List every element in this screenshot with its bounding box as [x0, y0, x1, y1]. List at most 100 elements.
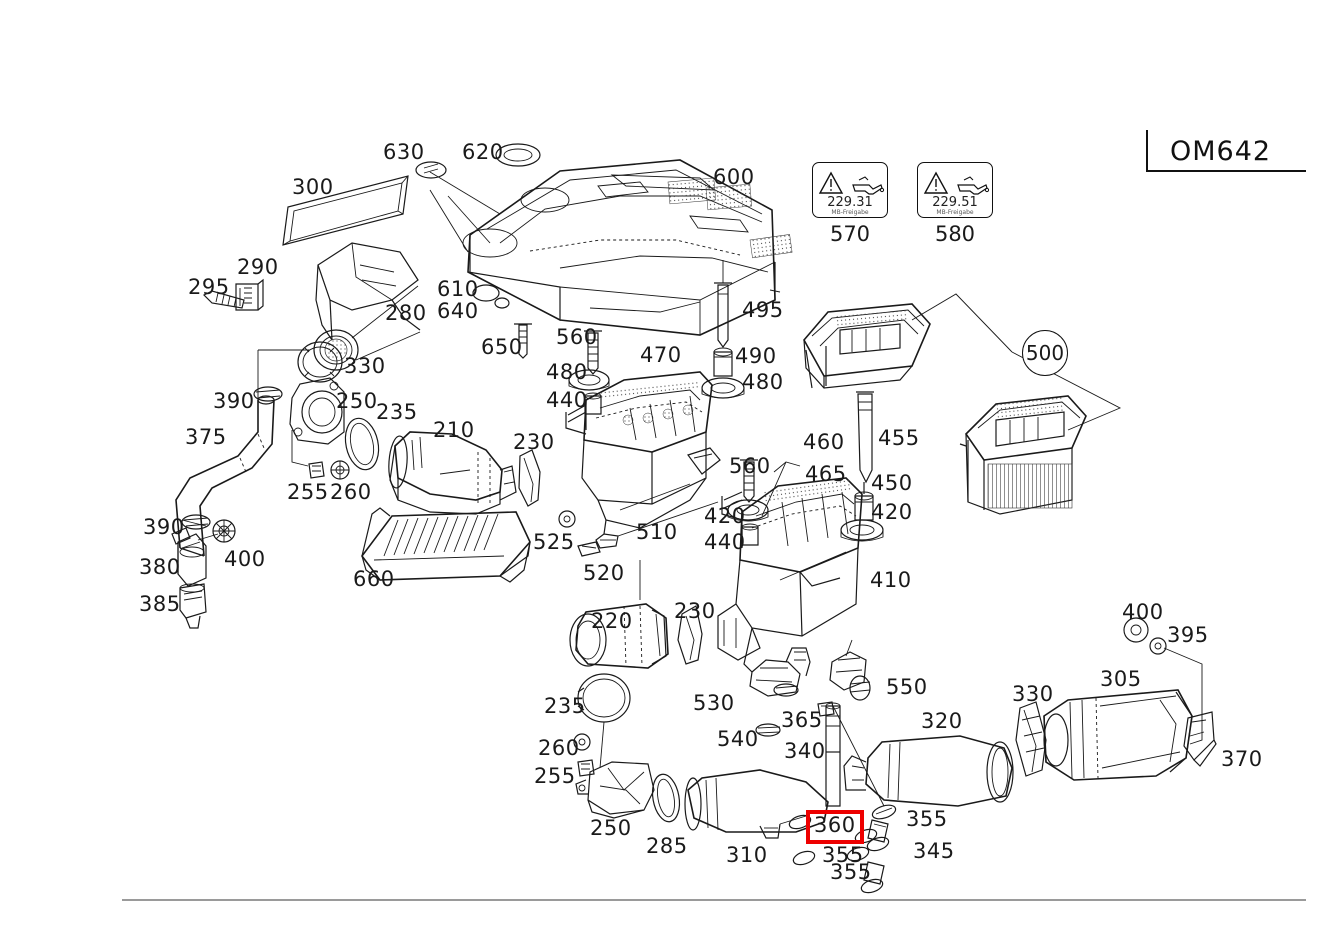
part-210-charge-hose [388, 431, 517, 515]
callout-640-7: 640 [437, 299, 479, 323]
callout-480-16: 480 [742, 370, 784, 394]
callout-295-2: 295 [188, 275, 230, 299]
callout-285-49: 285 [646, 834, 688, 858]
part-380-vacuum-unit [171, 527, 219, 587]
callout-305-58: 305 [1100, 667, 1142, 691]
part-235-seal [344, 417, 380, 471]
callout-390-18: 390 [213, 389, 255, 413]
callout-300-0: 300 [292, 175, 334, 199]
part-540-washer [755, 723, 781, 737]
part-560-right-screw [740, 459, 758, 503]
callout-360: 360 [814, 813, 856, 837]
callout-255-47: 255 [534, 764, 576, 788]
callout-525-31: 525 [533, 530, 575, 554]
callout-490-15: 490 [735, 344, 777, 368]
callout-470-13: 470 [640, 343, 682, 367]
part-365-clip [817, 701, 835, 717]
model-designation-label: OM642 [1170, 136, 1272, 167]
callout-580: 580 [934, 222, 976, 246]
warning-label-570: 229.31 MB-Freigabe [812, 162, 888, 218]
callout-440-41: 440 [704, 530, 746, 554]
part-530-bracket [749, 647, 811, 697]
footer-separator [122, 899, 1306, 901]
callout-235-45: 235 [544, 694, 586, 718]
part-525-washer [558, 510, 576, 528]
callout-310-50: 310 [726, 843, 768, 867]
callout-260-46: 260 [538, 736, 580, 760]
callout-465-37: 465 [805, 462, 847, 486]
callout-355-65: 355 [830, 860, 872, 884]
callout-290-1: 290 [237, 255, 279, 279]
callout-355-62: 355 [906, 807, 948, 831]
part-520-clamp [577, 541, 601, 557]
callout-380-27: 380 [139, 555, 181, 579]
callout-630-3: 630 [383, 140, 425, 164]
part-600-engine-cover [415, 143, 793, 336]
callout-255-24: 255 [287, 480, 329, 504]
callout-620-4: 620 [462, 140, 504, 164]
part-220-hose [569, 603, 669, 669]
part-305-air-duct [1043, 689, 1193, 781]
callout-660-30: 660 [353, 567, 395, 591]
part-375-pipe [175, 395, 275, 558]
part-370-bracket [1183, 711, 1217, 767]
callout-340-54: 340 [784, 739, 826, 763]
callout-560-10: 560 [556, 325, 598, 349]
part-320-large-hose [843, 735, 1014, 807]
callout-520-33: 520 [583, 561, 625, 585]
part-400-pulley [212, 519, 236, 543]
callout-530-51: 530 [693, 691, 735, 715]
part-480-left-grommet [568, 369, 610, 391]
warning-label-570-fine: MB-Freigabe [831, 209, 869, 216]
callout-570: 570 [829, 222, 871, 246]
part-420-right-grommet [840, 519, 884, 542]
part-285-seal [651, 773, 681, 823]
callout-230-44: 230 [674, 599, 716, 623]
leader-lines [257, 189, 641, 600]
part-550-connector [829, 639, 871, 701]
callout-500-bubble: 500 [1022, 330, 1068, 376]
part-230-seal-upper [518, 449, 541, 507]
callout-365-53: 365 [781, 708, 823, 732]
callout-280-8: 280 [385, 301, 427, 325]
highlight-box-360 [806, 810, 864, 844]
callout-390-26: 390 [143, 515, 185, 539]
callout-345-63: 345 [913, 839, 955, 863]
callout-495-14: 495 [742, 298, 784, 322]
part-455-damper [856, 391, 874, 494]
callout-355-64: 355 [822, 843, 864, 867]
warning-label-570-art [818, 171, 885, 195]
part-260-nut [330, 460, 350, 480]
callout-375-19: 375 [185, 425, 227, 449]
callout-410-42: 410 [870, 568, 912, 592]
fasteners-bottom [788, 705, 897, 894]
part-650-bolt [514, 323, 532, 359]
part-255-clip-lower [577, 759, 595, 777]
part-500-intercooler-a [803, 293, 1013, 389]
part-410-lower-manifold [717, 477, 863, 673]
callout-400-28: 400 [224, 547, 266, 571]
callout-610-6: 610 [437, 277, 479, 301]
part-390-lower-clamp [181, 514, 211, 530]
callout-650-9: 650 [481, 335, 523, 359]
callout-440-12: 440 [546, 388, 588, 412]
callout-600-5: 600 [713, 165, 755, 189]
part-400-washer-right [1123, 617, 1149, 643]
part-340-stud [825, 702, 841, 807]
callout-455-36: 455 [878, 426, 920, 450]
part-495-sensor [714, 260, 732, 349]
callout-560-34: 560 [729, 454, 771, 478]
callout-250-48: 250 [590, 816, 632, 840]
callout-330-57: 330 [1012, 682, 1054, 706]
part-295-screw [202, 290, 245, 309]
callout-230-23: 230 [513, 430, 555, 454]
part-660-heater-element [361, 507, 531, 583]
part-290-clip [235, 278, 264, 311]
part-385-valve [179, 583, 207, 629]
callout-385-29: 385 [139, 592, 181, 616]
warning-label-580-art [923, 171, 990, 195]
callout-210-22: 210 [433, 418, 475, 442]
warning-label-580-fine: MB-Freigabe [936, 209, 974, 216]
